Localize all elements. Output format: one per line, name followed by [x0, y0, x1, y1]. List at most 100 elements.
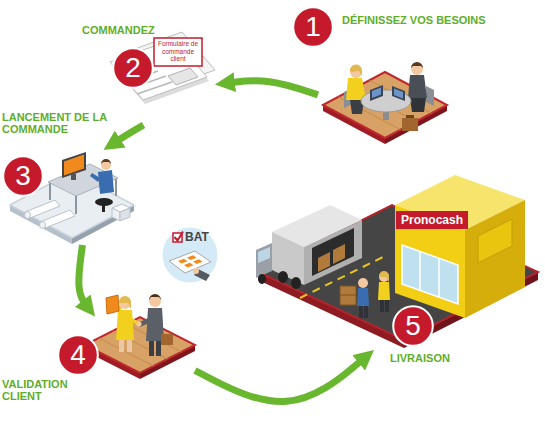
order-form-part — [168, 68, 198, 85]
delivery-scene-part — [340, 286, 356, 305]
validation-scene-part — [106, 295, 119, 314]
production-scene-part — [90, 173, 100, 182]
validation-scene-part — [149, 294, 161, 300]
meeting-scene — [323, 62, 447, 144]
step-number: 2 — [112, 47, 154, 89]
store-sign: Pronocash — [396, 211, 468, 229]
step-badge: 5 — [392, 305, 434, 347]
step-badge: 3 — [2, 155, 44, 197]
validation-scene-part — [131, 318, 141, 326]
validation-scene-part — [119, 296, 131, 309]
step-label: DÉFINISSEZ VOS BESOINS — [342, 14, 512, 26]
meeting-scene-part — [372, 88, 381, 99]
step-number: 5 — [392, 305, 434, 347]
production-scene-part — [101, 160, 111, 170]
production-scene-part — [101, 159, 111, 164]
step-node: 3LANCEMENT DE LA COMMANDE — [30, 150, 135, 245]
production-scene-part — [25, 200, 60, 218]
delivery-scene-part — [402, 245, 458, 304]
meeting-scene-part — [392, 86, 405, 101]
validation-scene-part-part — [99, 338, 154, 366]
step-label-holder: LIVRAISON — [390, 352, 470, 364]
meeting-scene-part — [408, 75, 427, 98]
step-label: LIVRAISON — [390, 352, 470, 364]
delivery-scene-part — [378, 282, 390, 300]
step-label-holder: COMMANDEZ — [82, 24, 182, 36]
delivery-scene-part — [379, 271, 389, 282]
flow-arrow — [195, 358, 365, 402]
step-label-holder: VALIDATION CLIENT — [2, 378, 82, 402]
step-label-holder: LANCEMENT DE LA COMMANDE — [2, 111, 114, 135]
store-sign-holder: Pronocash — [396, 210, 468, 229]
step-node: 2COMMANDEZ — [105, 35, 215, 125]
proof-block — [178, 259, 188, 264]
proof-block — [193, 259, 203, 264]
meeting-scene-part — [411, 62, 423, 68]
delivery-scene-part — [318, 252, 330, 272]
flow-arrow — [79, 245, 88, 307]
proof-block — [187, 255, 197, 260]
production-scene-part — [120, 208, 130, 221]
delivery-scene-part — [379, 272, 389, 282]
hand — [193, 268, 199, 274]
step-number: 4 — [57, 334, 99, 376]
flow-arrow — [227, 81, 318, 95]
bat-callout: BAT — [160, 225, 220, 285]
delivery-scene-part — [385, 300, 389, 312]
validation-scene-part — [137, 322, 142, 327]
production-scene-part — [71, 174, 76, 180]
flow-arrow — [114, 125, 144, 143]
delivery-scene-part — [258, 274, 266, 284]
step-node: 4VALIDATION CLIENT — [95, 285, 195, 375]
meeting-scene-part — [426, 86, 434, 106]
production-scene-part — [112, 208, 120, 221]
production-scene-part — [102, 202, 105, 212]
delivery-scene-part — [419, 251, 421, 290]
meeting-scene-part — [402, 118, 418, 131]
step-label: VALIDATION CLIENT — [2, 378, 82, 402]
callout-text-holder: BAT — [185, 231, 209, 244]
callout-ground — [162, 227, 219, 284]
delivery-scene-part — [380, 300, 384, 312]
hand-sleeve — [194, 269, 210, 281]
validation-scene-part — [116, 310, 134, 340]
production-scene-part — [49, 183, 51, 200]
meeting-scene-part — [411, 63, 423, 75]
production-scene-part — [40, 210, 75, 228]
validation-scene-part — [149, 340, 154, 356]
validation-scene-part — [119, 338, 124, 352]
step-badge: 4 — [57, 334, 99, 376]
production-scene-part — [98, 170, 114, 194]
check-mark — [175, 232, 184, 241]
step-node: 1DÉFINISSEZ VOS BESOINS — [318, 55, 448, 150]
validation-scene — [85, 294, 195, 379]
delivery-scene-part — [478, 219, 512, 263]
validation-scene-part — [99, 324, 182, 366]
validation-scene-part — [156, 340, 161, 356]
validation-scene-part — [149, 295, 161, 307]
order-form-part — [154, 38, 202, 66]
proof-sheet — [169, 251, 211, 273]
callout-text: BAT — [185, 231, 209, 244]
delivery-scene-part — [312, 228, 354, 276]
delivery-scene-part — [364, 306, 368, 318]
delivery-scene-part — [291, 277, 301, 289]
delivery-scene-part — [258, 247, 270, 263]
delivery-scene-part — [304, 220, 362, 285]
production-scene-part — [64, 155, 84, 176]
step-node: 5LIVRAISON — [262, 160, 542, 350]
delivery-scene-part — [359, 306, 363, 318]
delivery-scene-part — [357, 288, 369, 306]
delivery-scene-part — [272, 232, 304, 285]
proof-block — [184, 263, 194, 268]
delivery-scene-part — [278, 271, 288, 283]
delivery-scene — [256, 175, 538, 348]
meeting-scene-part — [394, 89, 403, 99]
production-scene-part — [40, 222, 46, 229]
meeting-scene-part — [370, 85, 383, 101]
meeting-scene-part — [410, 98, 426, 112]
validation-scene-part — [161, 334, 173, 345]
meeting-scene-part — [323, 72, 447, 138]
step-label-holder: DÉFINISSEZ VOS BESOINS — [342, 14, 512, 26]
